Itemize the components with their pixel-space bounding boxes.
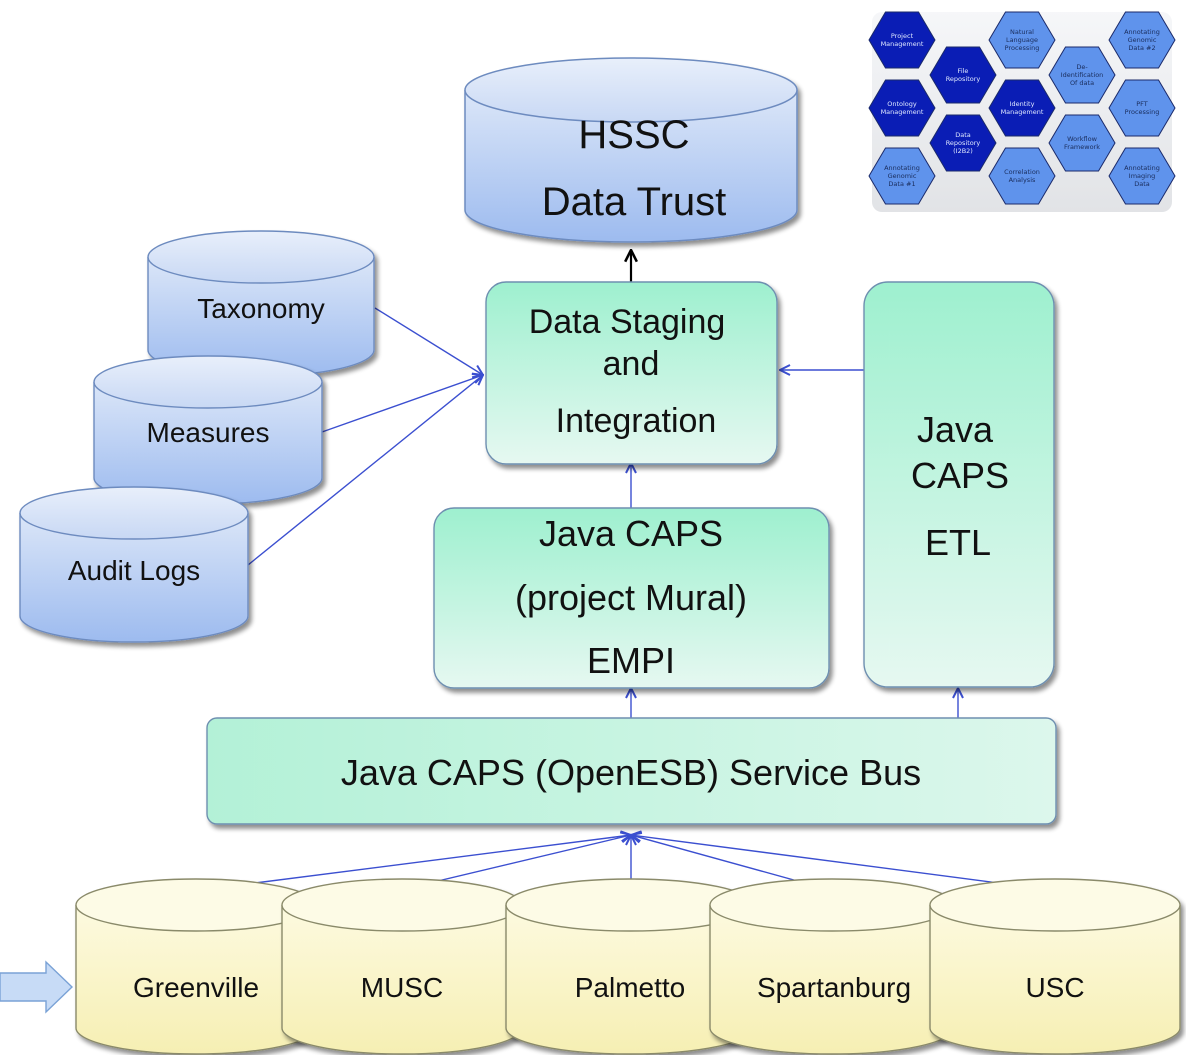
data-trust-line1: HSSC	[578, 113, 689, 157]
staging-line1: Data Staging	[529, 303, 726, 341]
staging-line3: Integration	[556, 402, 717, 440]
data-trust-store	[464, 57, 798, 243]
hexagon-shape	[1048, 46, 1116, 104]
hexagon-shape	[929, 114, 997, 172]
hexagon-shape	[988, 11, 1056, 69]
hexagon-shape	[868, 11, 936, 69]
empi-line3: EMPI	[587, 640, 675, 681]
etl-line2: CAPS	[911, 455, 1009, 496]
hexagon-shape	[988, 79, 1056, 137]
hexagon-shape	[1048, 114, 1116, 172]
source-store-usc	[929, 878, 1181, 1055]
hexagon-label: File	[958, 67, 969, 75]
hexagon-label: Annotating	[884, 164, 920, 172]
audit-logs-store	[19, 486, 249, 643]
hexagon-label: Correlation	[1004, 168, 1040, 176]
hexagon-shape	[988, 147, 1056, 205]
service-bus-box	[206, 717, 1057, 825]
source-store-musc	[281, 878, 523, 1055]
hexagon-label: Workflow	[1067, 135, 1098, 143]
measures-label: Measures	[147, 417, 270, 448]
hexagon-label: Language	[1006, 36, 1038, 44]
connector-audit-logs	[247, 375, 483, 566]
hexagon-label: Imaging	[1129, 172, 1155, 180]
hexagon-label: Repository	[946, 75, 981, 83]
etl-line3: ETL	[925, 522, 991, 563]
empi-line1: Java CAPS	[539, 513, 723, 554]
source-label-musc: MUSC	[361, 972, 443, 1003]
hexagon-label: Genomic	[1128, 36, 1157, 44]
hexagon-label: Framework	[1064, 143, 1100, 151]
hexagon-label: De-	[1076, 63, 1088, 71]
hexagon-label: Repository	[946, 139, 981, 147]
source-label-greenville: Greenville	[133, 972, 259, 1003]
connector-usc	[631, 835, 1053, 891]
hexagon-label: Data	[955, 131, 971, 139]
hexagon-label: Genomic	[888, 172, 917, 180]
hexagon-label: Processing	[1125, 108, 1160, 116]
incoming-arrow-icon	[0, 960, 74, 1014]
hexagon-shape	[1108, 11, 1176, 69]
hexagon-label: Management	[881, 40, 924, 48]
hexagon-label: Data #1	[888, 180, 915, 188]
service-bus-label: Java CAPS (OpenESB) Service Bus	[341, 752, 921, 793]
data-trust-line2: Data Trust	[542, 180, 727, 224]
hexagon-label: Data	[1134, 180, 1150, 188]
hexagon-shape	[1108, 147, 1176, 205]
audit-logs-label: Audit Logs	[68, 555, 200, 586]
hexagon-label: PFT	[1136, 100, 1148, 108]
hexagon-label: Identification	[1061, 71, 1104, 79]
source-label-palmetto: Palmetto	[575, 972, 686, 1003]
hexagon-label: Management	[1001, 108, 1044, 116]
source-label-usc: USC	[1025, 972, 1084, 1003]
hexagon-label: Natural	[1010, 28, 1034, 36]
source-store-greenville	[75, 878, 317, 1055]
hexagon-label: Ontology	[887, 100, 917, 108]
hexagon-cluster: ProjectManagementFileRepositoryNaturalLa…	[868, 11, 1176, 212]
staging-line2: and	[603, 345, 660, 383]
hexagon-label: Annotating	[1124, 164, 1160, 172]
source-label-spartanburg: Spartanburg	[757, 972, 911, 1003]
hexagon-label: Management	[881, 108, 924, 116]
hexagon-shape	[929, 46, 997, 104]
hexagon-label: Processing	[1005, 44, 1040, 52]
empi-box	[433, 507, 830, 689]
hexagon-shape	[868, 79, 936, 137]
source-store-spartanburg	[709, 878, 955, 1055]
staging-box	[485, 281, 778, 465]
taxonomy-store	[147, 230, 375, 377]
hexagon-label: Annotating	[1124, 28, 1160, 36]
measures-store	[93, 355, 323, 505]
hexagon-shape	[868, 147, 936, 205]
etl-line1: Java	[917, 409, 994, 450]
connector-measures	[321, 375, 483, 433]
hexagon-label: Identity	[1010, 100, 1035, 108]
hexagon-label: Of data	[1070, 79, 1094, 87]
hexagon-label: Project	[891, 32, 914, 40]
hexagon-label: Analysis	[1009, 176, 1036, 184]
connector-taxonomy	[374, 307, 483, 375]
empi-line2: (project Mural)	[515, 577, 747, 618]
hexagon-label: Data #2	[1128, 44, 1155, 52]
hexagon-label: (I2B2)	[953, 147, 973, 155]
source-store-palmetto	[505, 878, 755, 1055]
taxonomy-label: Taxonomy	[197, 293, 325, 324]
etl-box	[863, 281, 1055, 688]
connector-greenville	[199, 835, 631, 891]
hexagon-shape	[1108, 79, 1176, 137]
